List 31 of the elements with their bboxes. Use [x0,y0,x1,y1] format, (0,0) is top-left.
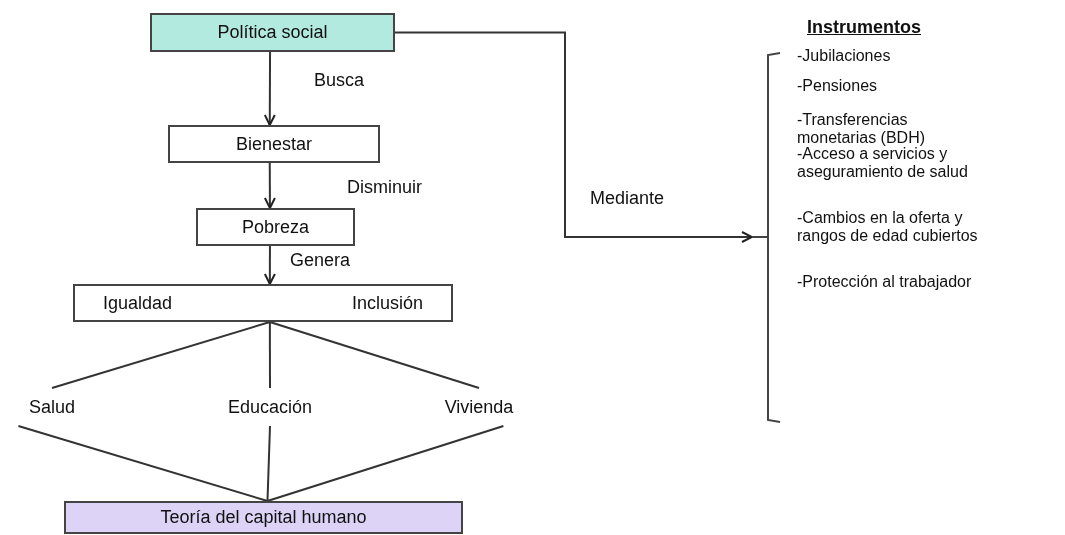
heading: Instrumentos [807,17,921,38]
box-label: Inclusión [351,292,423,314]
connector-line [51,321,271,389]
box-label: Pobreza [241,216,309,238]
box-label: Política social [217,22,328,43]
node-text: Salud [28,396,75,418]
connector-line [268,321,480,389]
list-item: -Cambios en la oferta y rangos de edad cubiertos [797,209,979,245]
process-box [73,284,453,322]
node-text: Vivienda [444,396,514,418]
list-item: -Acceso a servicios y aseguramiento de salud [797,145,969,181]
arrow [263,245,276,285]
arrow [263,162,276,209]
node-text: Educación [227,396,313,418]
arrow [263,51,276,126]
list-item: -Pensiones [797,77,879,95]
box-label: Teoría del capital humano [160,507,367,528]
list-item: -Transferencias monetarias (BDH) [797,111,926,147]
connector-line [266,425,505,502]
process-box [168,125,380,163]
list-item: -Jubilaciones [797,47,892,65]
list-item: -Protección al trabajador [797,273,973,291]
process-box [196,208,355,246]
connector-line [17,425,269,502]
connector-line [268,321,271,389]
box-label: Igualdad [103,292,173,314]
box-label: Bienestar [235,133,312,155]
process-box [64,501,463,534]
process-box [150,13,395,52]
arrow [394,31,753,243]
connector-line [266,425,271,502]
